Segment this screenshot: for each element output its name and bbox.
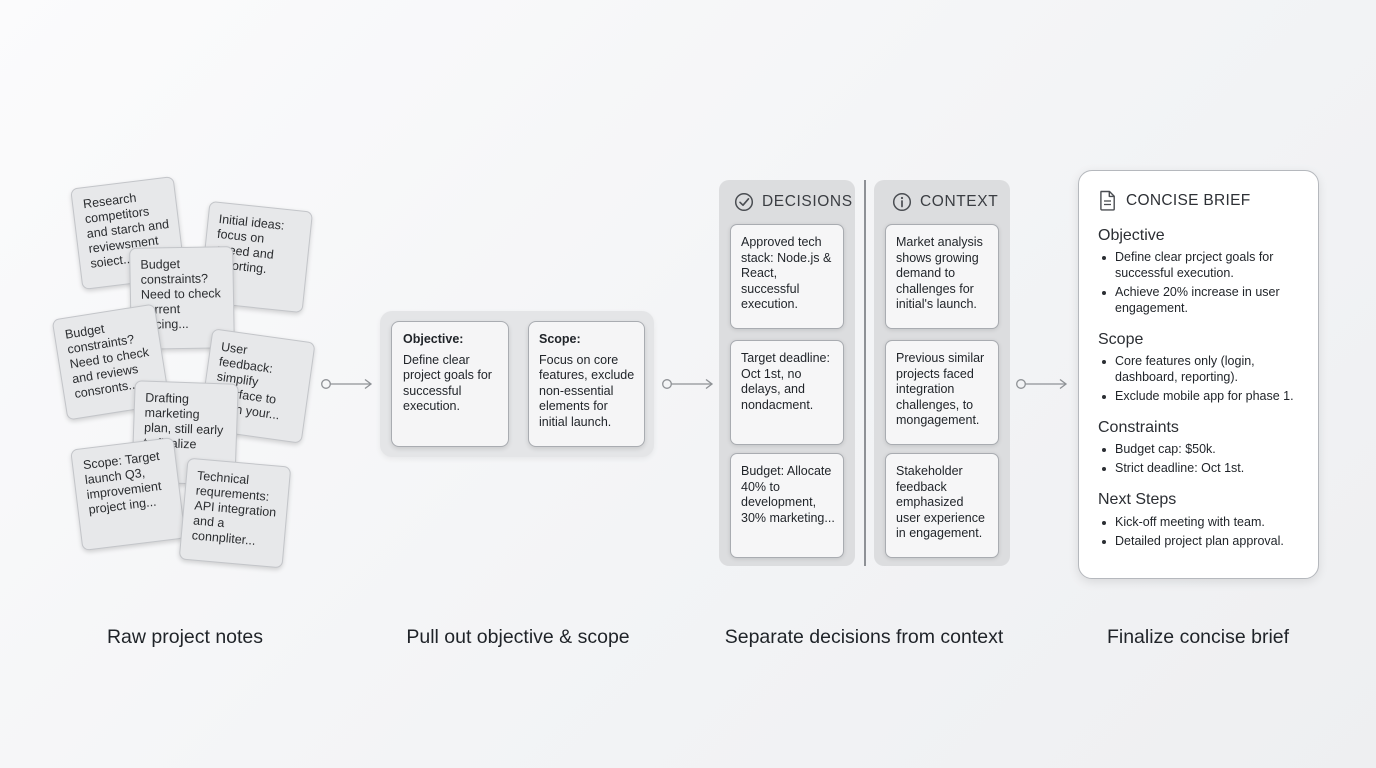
decision-card[interactable]: Target deadline: Oct 1st, no delays, and…: [730, 340, 844, 445]
objective-card-title: Objective:: [403, 332, 464, 346]
scope-card-text: Focus on core features, exclude non-esse…: [539, 352, 635, 429]
sticky-note[interactable]: Scope: Target launch Q3, improvemient pr…: [70, 437, 186, 551]
stage-label-finalize: Finalize concise brief: [1106, 626, 1290, 648]
context-header-label: CONTEXT: [920, 193, 999, 210]
stage-label-separate: Separate decisions from context: [724, 626, 1004, 648]
scope-card[interactable]: Scope: Focus on core features, exclude n…: [528, 321, 645, 447]
stage-label-extract: Pull out objective & scope: [406, 626, 630, 648]
brief-section-constraints: Constraints: [1098, 419, 1179, 436]
flow-arrow-icon: [662, 378, 714, 390]
context-card[interactable]: Stakeholder feedback emphasized user exp…: [885, 453, 999, 558]
column-divider: [864, 180, 866, 566]
brief-header: CONCISE BRIEF: [1099, 190, 1250, 211]
brief-bullet: Detailed project plan approval.: [1100, 534, 1305, 550]
brief-section-objective: Objective: [1098, 227, 1165, 244]
brief-bullet: Exclude mobile app for phase 1.: [1100, 389, 1305, 405]
sticky-note[interactable]: Technical requrements: API integration a…: [178, 457, 292, 569]
context-header: CONTEXT: [892, 190, 998, 214]
brief-bullet: Core features only (login, dashboard, re…: [1100, 354, 1305, 385]
info-circle-icon: [892, 192, 912, 212]
stage-label-raw: Raw project notes: [106, 626, 264, 648]
decision-card[interactable]: Approved tech stack: Node.js & React, su…: [730, 224, 844, 329]
scope-card-title: Scope:: [539, 332, 581, 346]
flow-arrow-icon: [1016, 378, 1068, 390]
check-circle-icon: [734, 192, 754, 212]
brief-bullet: Budget cap: $50k.: [1100, 442, 1305, 458]
objective-card-text: Define clear project goals for successfu…: [403, 352, 492, 414]
objective-card[interactable]: Objective: Define clear project goals fo…: [391, 321, 509, 447]
brief-title: CONCISE BRIEF: [1126, 191, 1251, 209]
brief-section-next-steps: Next Steps: [1098, 491, 1177, 508]
concise-brief-card[interactable]: CONCISE BRIEF Objective Define clear prc…: [1078, 170, 1319, 579]
brief-bullet: Achieve 20% increase in user engagement.: [1100, 285, 1305, 316]
decisions-header: DECISIONS: [734, 190, 853, 214]
context-card[interactable]: Previous similar projects faced integrat…: [885, 340, 999, 445]
brief-bullet: Strict deadline: Oct 1st.: [1100, 461, 1305, 477]
brief-section-scope: Scope: [1098, 331, 1144, 348]
brief-bullet: Define clear prcject goals for successfu…: [1100, 250, 1305, 281]
decisions-header-label: DECISIONS: [762, 193, 853, 210]
flow-arrow-icon: [321, 378, 373, 390]
decision-card[interactable]: Budget: Allocate 40% to development, 30%…: [730, 453, 844, 558]
document-icon: [1100, 190, 1115, 211]
brief-bullet: Kick-off meeting with team.: [1100, 515, 1305, 531]
context-card[interactable]: Market analysis shows growing demand to …: [885, 224, 999, 329]
